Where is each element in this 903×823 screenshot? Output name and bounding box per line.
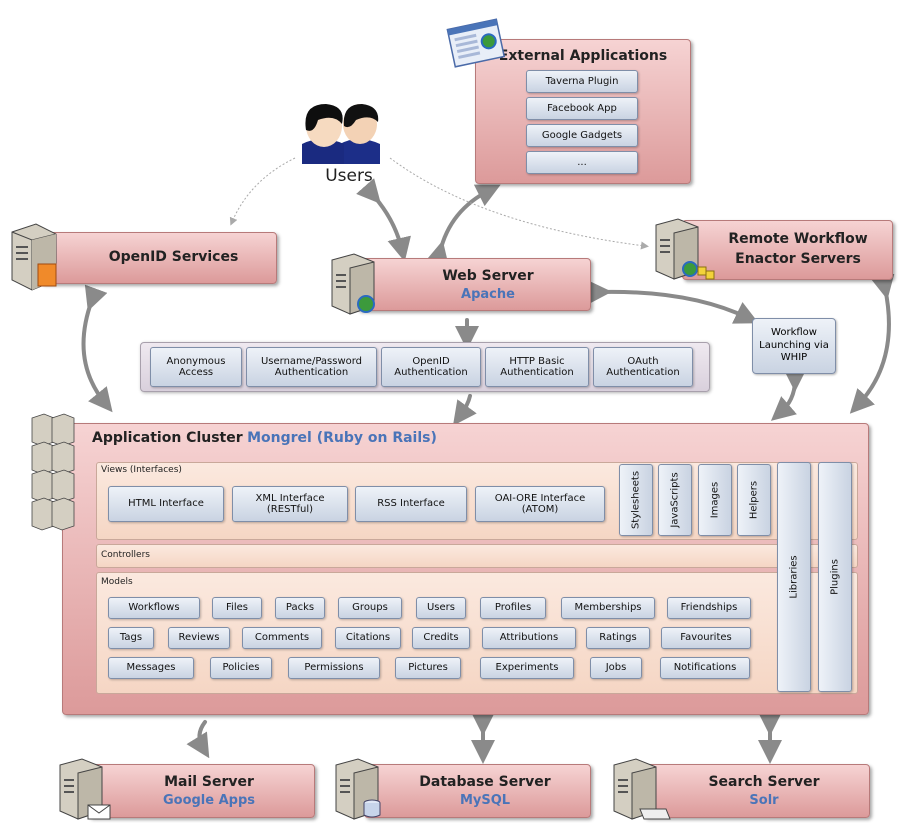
external-item-facebook[interactable]: Facebook App — [526, 97, 638, 120]
model-permissions[interactable]: Permissions — [288, 657, 380, 679]
javascripts-block[interactable]: JavaScripts — [658, 464, 692, 536]
model-credits[interactable]: Credits — [412, 627, 470, 649]
auth-anonymous[interactable]: Anonymous Access — [150, 347, 242, 387]
model-reviews[interactable]: Reviews — [168, 627, 230, 649]
views-label: Views (Interfaces) — [101, 465, 182, 475]
model-messages[interactable]: Messages — [108, 657, 194, 679]
mail-server-title: Mail Server — [164, 774, 254, 790]
openid-services-box: OpenID Services — [40, 232, 277, 284]
database-server-title: Database Server — [419, 774, 551, 790]
auth-openid[interactable]: OpenID Authentication — [381, 347, 481, 387]
model-memberships[interactable]: Memberships — [561, 597, 655, 619]
libraries-label: Libraries — [788, 555, 800, 599]
arrow-openid-cluster — [81, 284, 113, 413]
web-server-title: Web Server — [442, 268, 534, 284]
dotted-users-openid — [229, 157, 296, 226]
web-server-icon — [331, 253, 375, 315]
external-item-more[interactable]: ... — [526, 151, 638, 174]
openid-server-icon — [11, 223, 57, 291]
users-label: Users — [325, 166, 373, 186]
database-server-box: Database Server MySQL — [364, 764, 591, 818]
model-attributions[interactable]: Attributions — [482, 627, 576, 649]
auth-username-password[interactable]: Username/Password Authentication — [246, 347, 377, 387]
images-label: Images — [709, 481, 721, 519]
images-block[interactable]: Images — [698, 464, 732, 536]
models-label: Models — [101, 577, 133, 587]
search-server-title: Search Server — [708, 774, 820, 790]
server-cluster-icon — [31, 413, 75, 531]
model-workflows[interactable]: Workflows — [108, 597, 200, 619]
whip-box: Workflow Launching via WHIP — [752, 318, 836, 374]
model-friendships[interactable]: Friendships — [667, 597, 751, 619]
model-notifications[interactable]: Notifications — [660, 657, 750, 679]
remote-workflow-box: Remote Workflow Enactor Servers — [682, 220, 893, 280]
model-files[interactable]: Files — [212, 597, 262, 619]
application-cluster-sub: Mongrel (Ruby on Rails) — [247, 430, 437, 446]
helpers-label: Helpers — [748, 480, 760, 520]
view-xml-interface[interactable]: XML Interface (RESTful) — [232, 486, 348, 522]
controllers-panel — [96, 544, 858, 568]
external-item-taverna[interactable]: Taverna Plugin — [526, 70, 638, 93]
stylesheets-label: Stylesheets — [630, 470, 642, 530]
model-favourites[interactable]: Favourites — [661, 627, 751, 649]
remote-workflow-title-2: Enactor Servers — [735, 251, 861, 267]
model-pictures[interactable]: Pictures — [395, 657, 461, 679]
web-server-box: Web Server Apache — [357, 258, 591, 311]
search-server-box: Search Server Solr — [643, 764, 870, 818]
model-packs[interactable]: Packs — [275, 597, 325, 619]
mail-server-sub: Google Apps — [162, 793, 256, 808]
model-groups[interactable]: Groups — [338, 597, 402, 619]
browser-window-icon — [446, 18, 506, 68]
arrow-web-whip — [587, 280, 759, 324]
application-cluster-heading: Application Cluster Mongrel (Ruby on Rai… — [92, 430, 437, 446]
view-rss-interface[interactable]: RSS Interface — [355, 486, 467, 522]
users-icon — [302, 104, 380, 164]
external-applications-title: External Applications — [498, 48, 668, 64]
arrow-users-web — [356, 178, 411, 262]
openid-services-title: OpenID Services — [108, 249, 239, 265]
external-item-gadgets[interactable]: Google Gadgets — [526, 124, 638, 147]
javascripts-label: JavaScripts — [669, 472, 681, 528]
model-tags[interactable]: Tags — [108, 627, 154, 649]
web-server-sub: Apache — [461, 287, 515, 302]
model-profiles[interactable]: Profiles — [480, 597, 546, 619]
external-applications-box: External Applications Taverna Plugin Fac… — [475, 39, 691, 184]
search-server-icon — [613, 758, 671, 820]
helpers-block[interactable]: Helpers — [737, 464, 771, 536]
view-html-interface[interactable]: HTML Interface — [108, 486, 224, 522]
libraries-block[interactable]: Libraries — [777, 462, 811, 692]
model-policies[interactable]: Policies — [210, 657, 272, 679]
model-users[interactable]: Users — [416, 597, 466, 619]
auth-http-basic[interactable]: HTTP Basic Authentication — [485, 347, 589, 387]
search-server-sub: Solr — [749, 793, 779, 808]
arrow-auth-cluster — [452, 394, 477, 426]
arrow-remote-cluster — [849, 273, 895, 414]
database-server-sub: MySQL — [459, 793, 511, 808]
stylesheets-block[interactable]: Stylesheets — [619, 464, 653, 536]
database-server-icon — [335, 758, 381, 820]
arrow-web-external — [425, 184, 501, 267]
plugins-block[interactable]: Plugins — [818, 462, 852, 692]
mail-server-icon — [59, 758, 111, 820]
mail-server-box: Mail Server Google Apps — [88, 764, 315, 818]
application-cluster-title: Application Cluster — [92, 430, 243, 446]
model-experiments[interactable]: Experiments — [480, 657, 574, 679]
model-ratings[interactable]: Ratings — [586, 627, 650, 649]
remote-server-icon — [655, 218, 715, 280]
view-oai-ore-interface[interactable]: OAI-ORE Interface (ATOM) — [475, 486, 605, 522]
arrow-cluster-mail — [186, 720, 210, 759]
plugins-label: Plugins — [829, 559, 841, 595]
remote-workflow-title-1: Remote Workflow — [728, 231, 868, 247]
auth-oauth[interactable]: OAuth Authentication — [593, 347, 693, 387]
model-jobs[interactable]: Jobs — [590, 657, 642, 679]
controllers-label: Controllers — [101, 550, 150, 560]
dotted-users-remote — [389, 157, 649, 250]
model-citations[interactable]: Citations — [335, 627, 401, 649]
arrow-whip-cluster — [770, 367, 808, 421]
model-comments[interactable]: Comments — [242, 627, 322, 649]
